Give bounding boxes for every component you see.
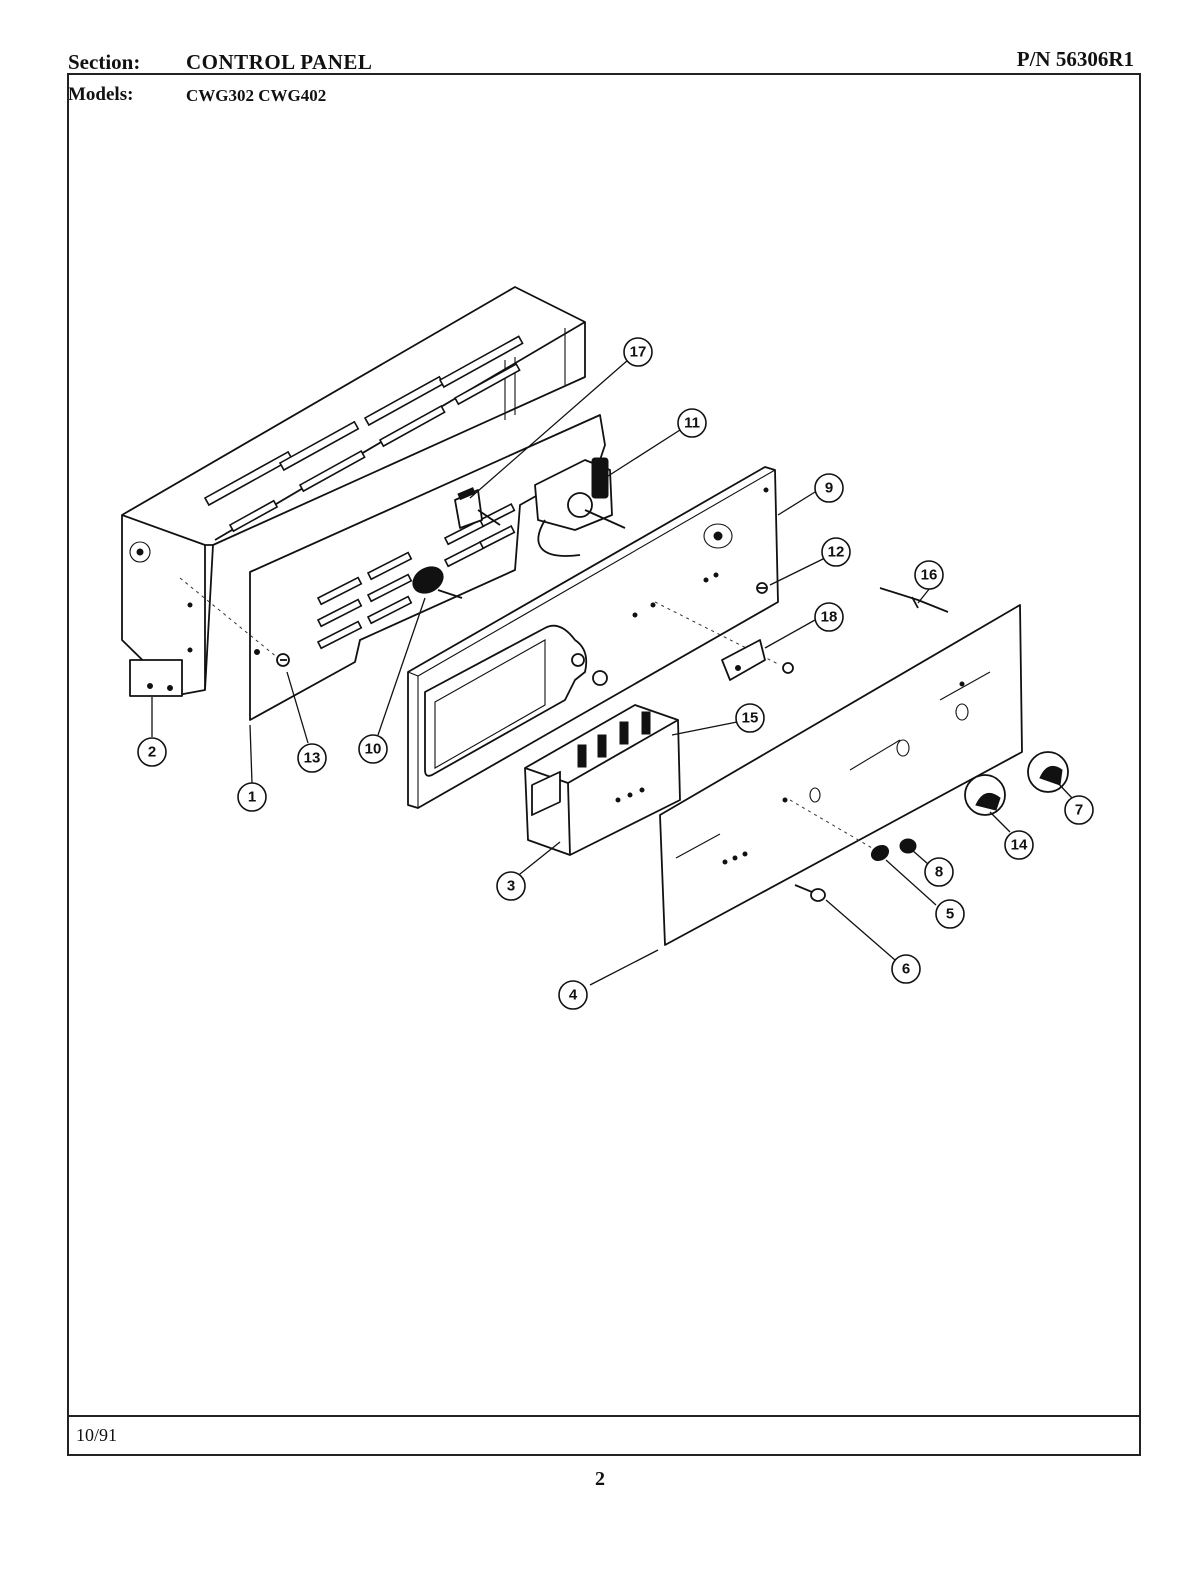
callout-9: 9 [814, 473, 844, 503]
callout-1-label: 1 [248, 789, 256, 806]
callout-10-label: 10 [365, 741, 382, 758]
switch-block [524, 704, 681, 856]
callout-3: 3 [496, 871, 526, 901]
rear-housing [121, 286, 586, 697]
part-number: P/N 56306R1 [1016, 47, 1134, 71]
screw-13 [276, 653, 290, 667]
callout-17: 17 [623, 337, 653, 367]
callout-15: 15 [735, 703, 765, 733]
footer-divider [67, 1415, 1141, 1417]
callout-6-label: 6 [902, 961, 910, 978]
spacer-6 [794, 884, 826, 902]
section-label: Section: [68, 50, 141, 74]
switch-17 [454, 487, 501, 529]
callout-5-label: 5 [946, 906, 954, 923]
knob-14 [964, 774, 1006, 816]
callout-8: 8 [924, 857, 954, 887]
revision-date: 10/91 [76, 1425, 118, 1445]
callout-7-label: 7 [1075, 802, 1083, 819]
callout-9-label: 9 [825, 480, 833, 497]
wire-16 [879, 587, 949, 613]
callout-11-label: 11 [684, 415, 700, 432]
callout-13-label: 13 [304, 750, 321, 767]
callout-10: 10 [358, 734, 388, 764]
callout-18-label: 18 [821, 609, 838, 626]
section-title: CONTROL PANEL [186, 50, 373, 74]
callout-16-label: 16 [921, 567, 938, 584]
front-overlay-panel [659, 604, 1023, 946]
callout-13: 13 [297, 743, 327, 773]
callout-18: 18 [814, 602, 844, 632]
callout-4-label: 4 [569, 987, 578, 1004]
callout-11: 11 [677, 408, 707, 438]
callout-7: 7 [1064, 795, 1094, 825]
knob-7 [1027, 751, 1069, 793]
timer-motor [534, 457, 626, 557]
diagram-frame [67, 73, 1141, 1456]
callout-14: 14 [1004, 830, 1034, 860]
models-label: Models: [68, 84, 134, 105]
screw-12 [756, 582, 768, 594]
button-8 [899, 838, 917, 854]
console-front-panel [407, 466, 781, 809]
callout-15-label: 15 [742, 710, 759, 727]
callout-6: 6 [891, 954, 921, 984]
callout-14-label: 14 [1011, 837, 1028, 854]
callout-2-label: 2 [148, 744, 156, 761]
callout-12: 12 [821, 537, 851, 567]
callout-8-label: 8 [935, 864, 943, 881]
callout-1: 1 [237, 782, 267, 812]
callout-2: 2 [137, 737, 167, 767]
selector-knob [412, 566, 463, 599]
callout-17-label: 17 [630, 344, 647, 361]
page-number: 2 [595, 1468, 605, 1490]
callout-5: 5 [935, 899, 965, 929]
callout-3-label: 3 [507, 878, 515, 895]
models-list: CWG302 CWG402 [186, 86, 327, 105]
callout-16: 16 [914, 560, 944, 590]
spring-5 [870, 844, 890, 862]
callout-4: 4 [558, 980, 588, 1010]
bracket-18 [721, 639, 794, 681]
leader-lines [151, 359, 1073, 986]
callout-12-label: 12 [828, 544, 845, 561]
